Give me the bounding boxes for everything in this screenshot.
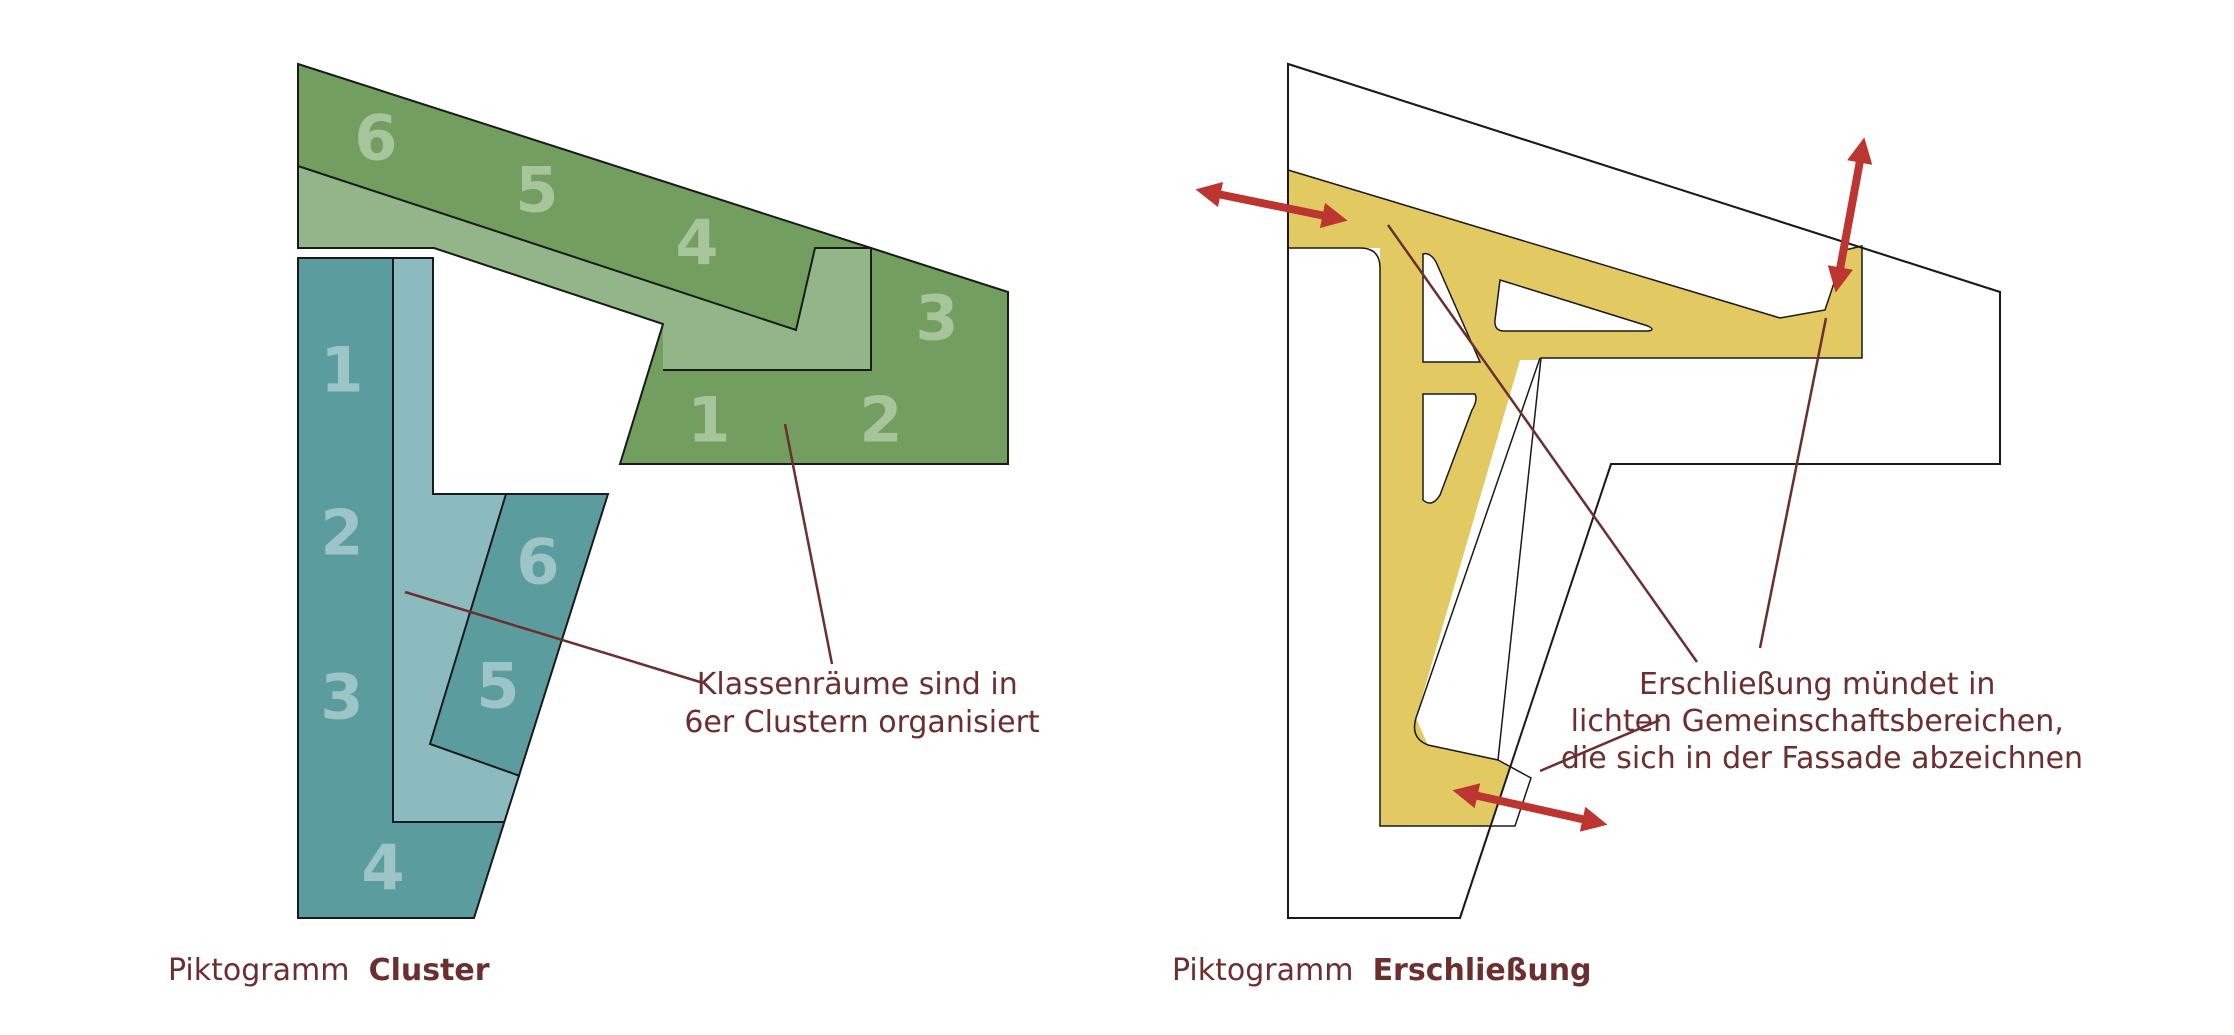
green-wing-outline bbox=[297, 62, 1009, 465]
cluster-annotation-line-2: 6er Clustern organisiert bbox=[684, 705, 1040, 740]
green-number-4: 4 bbox=[675, 207, 718, 280]
circulation-annotation-line-2: lichten Gemeinschaftsbereichen, bbox=[1571, 704, 2064, 739]
green-number-5: 5 bbox=[515, 154, 558, 227]
corridor-void-triangle bbox=[1494, 279, 1653, 332]
cluster-annotation: Klassenräume sind in 6er Clustern organi… bbox=[684, 667, 1040, 740]
green-inner-divider bbox=[297, 165, 872, 371]
corridor-inner-void bbox=[1416, 360, 1541, 760]
circulation-leader-line-2 bbox=[1758, 317, 1828, 649]
arrow-entrance-left bbox=[1195, 182, 1348, 228]
teal-inner-light-band bbox=[393, 258, 520, 822]
cluster-caption-prefix: Piktogramm bbox=[168, 953, 359, 988]
teal-inner-cluster-outline bbox=[428, 493, 521, 777]
circulation-pictogram: Erschließung mündet in lichten Gemeinsch… bbox=[1172, 62, 2083, 988]
circulation-leader-line-1 bbox=[1386, 224, 1699, 663]
circulation-leader-line-3 bbox=[1539, 718, 1661, 773]
circulation-annotation-line-1: Erschließung mündet in bbox=[1639, 667, 1995, 702]
corridor-outline-corner bbox=[1288, 247, 1381, 269]
green-number-2: 2 bbox=[859, 384, 902, 457]
circulation-annotation-line-3: die sich in der Fassade abzeichnen bbox=[1561, 741, 2083, 776]
cluster-leader-line-green bbox=[783, 423, 834, 665]
circulation-caption-prefix: Piktogramm bbox=[1172, 953, 1363, 988]
green-number-3: 3 bbox=[915, 282, 958, 355]
circulation-annotation: Erschließung mündet in lichten Gemeinsch… bbox=[1561, 667, 2083, 776]
green-inner-light-band bbox=[298, 166, 871, 370]
teal-number-3: 3 bbox=[320, 661, 363, 734]
teal-number-2: 2 bbox=[320, 497, 363, 570]
cluster-caption: Piktogramm Cluster bbox=[168, 953, 490, 988]
teal-number-4: 4 bbox=[361, 832, 404, 905]
green-number-6: 6 bbox=[354, 102, 397, 175]
cluster-pictogram: 6 5 4 3 1 2 1 2 3 4 6 5 Klassenräume sin… bbox=[168, 62, 1040, 988]
corridor-left-inner-void bbox=[1288, 248, 1380, 918]
corridor-void-lower-left bbox=[1422, 393, 1477, 504]
arrow-entrance-top bbox=[1827, 137, 1873, 293]
teal-inner-number-6: 6 bbox=[516, 526, 559, 599]
circulation-caption: Piktogramm Erschließung bbox=[1172, 953, 1592, 988]
cluster-annotation-line-1: Klassenräume sind in bbox=[697, 667, 1018, 702]
corridor-inner-edge bbox=[1413, 357, 1541, 761]
cluster-caption-bold: Cluster bbox=[369, 953, 490, 988]
circulation-caption-bold: Erschließung bbox=[1373, 953, 1592, 988]
building-outline-top bbox=[1287, 62, 2001, 919]
cluster-leader-line-teal bbox=[404, 590, 701, 684]
teal-wing-outline bbox=[297, 257, 610, 919]
teal-inner-number-5: 5 bbox=[476, 650, 519, 723]
teal-number-1: 1 bbox=[320, 334, 363, 407]
arrow-entrance-bottom bbox=[1452, 783, 1608, 832]
teal-inner-divider bbox=[392, 258, 505, 823]
corridor-top-white bbox=[1288, 64, 2000, 464]
green-number-1: 1 bbox=[687, 384, 730, 457]
